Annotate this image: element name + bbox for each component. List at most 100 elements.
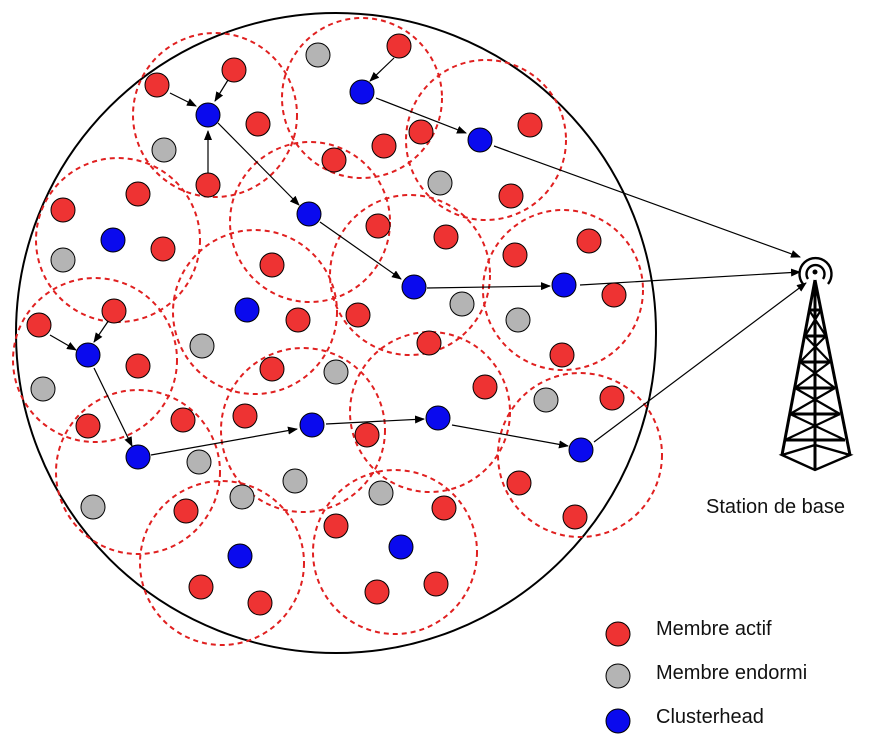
cluster-ring [55,389,221,555]
clusterhead-node [349,79,375,105]
active-member-node [502,242,528,268]
active-member-node [433,224,459,250]
active-member-node [75,413,101,439]
active-member-node [188,574,214,600]
sleeping-member-node [282,468,308,494]
tower-base [778,443,854,472]
active-member-node [386,33,412,59]
link-arrow [369,57,395,82]
active-member-node [101,298,127,324]
active-member-node [245,111,271,137]
clusterhead-node [227,543,253,569]
sleeping-member-node [30,376,56,402]
sleeping-member-node [80,494,106,520]
link-arrow [93,367,133,447]
active-member-node [498,183,524,209]
active-member-node [576,228,602,254]
sleeping-member-node [505,307,531,333]
active-member-node [601,282,627,308]
active-member-node [549,342,575,368]
active-member-node [354,422,380,448]
cluster-ring [139,480,305,646]
cluster-ring [229,141,391,303]
legend-label-sleeping: Membre endormi [656,662,808,684]
clusterhead-node [234,297,260,323]
active-member-node [506,470,532,496]
active-member-node [259,356,285,382]
cluster-ring [172,229,338,395]
legend-label-active: Membre actif [656,618,772,640]
link-arrow [426,282,551,291]
signal-waves [798,256,833,285]
clusterhead-node [551,272,577,298]
cluster-ring [132,32,298,198]
link-arrow [493,145,801,258]
active-member-node [125,353,151,379]
link-arrow [319,221,402,280]
sleeping-member-node [323,359,349,385]
active-member-node [416,330,442,356]
cluster-ring [312,469,478,635]
link-arrow [93,319,110,343]
sleeping-member-node [305,42,331,68]
link-arrow [150,426,298,456]
active-member-node [345,302,371,328]
sleeping-member-node [189,333,215,359]
cluster-ring [405,59,567,221]
legend-marker [605,708,631,734]
cluster-ring [497,372,663,538]
cluster-ring [329,194,491,356]
active-member-node [472,374,498,400]
active-member-node [170,407,196,433]
active-member-node [517,112,543,138]
active-member-node [26,312,52,338]
base-station-label: Station de base [706,496,845,518]
sleeping-member-node [533,387,559,413]
cluster-ring [349,331,511,493]
sleeping-member-node [229,484,255,510]
active-member-node [195,172,221,198]
active-member-node [371,133,397,159]
clusterhead-node [299,412,325,438]
cluster-ring [482,209,644,371]
clusterhead-node [100,227,126,253]
legend-marker [605,621,631,647]
cluster-ring [12,277,178,443]
active-member-node [144,72,170,98]
active-member-node [408,119,434,145]
active-member-node [321,147,347,173]
sleeping-member-node [50,247,76,273]
active-member-node [173,498,199,524]
active-member-node [50,197,76,223]
legend-markers [605,621,631,734]
antenna-tip [812,269,818,275]
clusterhead-node [75,342,101,368]
link-arrow [214,79,229,102]
sleeping-member-node [368,480,394,506]
active-member-node [365,213,391,239]
active-member-node [232,403,258,429]
active-member-node [599,385,625,411]
link-arrow [325,415,425,425]
active-member-node [125,181,151,207]
legend-marker [605,663,631,689]
active-member-node [323,513,349,539]
tower-cross [784,309,846,441]
active-member-node [285,307,311,333]
active-member-node [431,495,457,521]
cluster-ring [281,17,443,179]
sleeping-member-node [427,170,453,196]
clusterhead-node [467,127,493,153]
radio-tower-icon [778,256,854,472]
field-boundary [15,12,657,654]
signal-waves [805,263,826,280]
cluster-boundaries [12,17,663,646]
link-arrow [451,424,569,449]
active-member-node [247,590,273,616]
clusterhead-node [195,102,221,128]
active-member-node [423,571,449,597]
clusterhead-node [425,405,451,431]
link-arrow [375,97,467,134]
legend-label-clusterhead: Clusterhead [656,706,764,728]
sleeping-member-node [186,449,212,475]
